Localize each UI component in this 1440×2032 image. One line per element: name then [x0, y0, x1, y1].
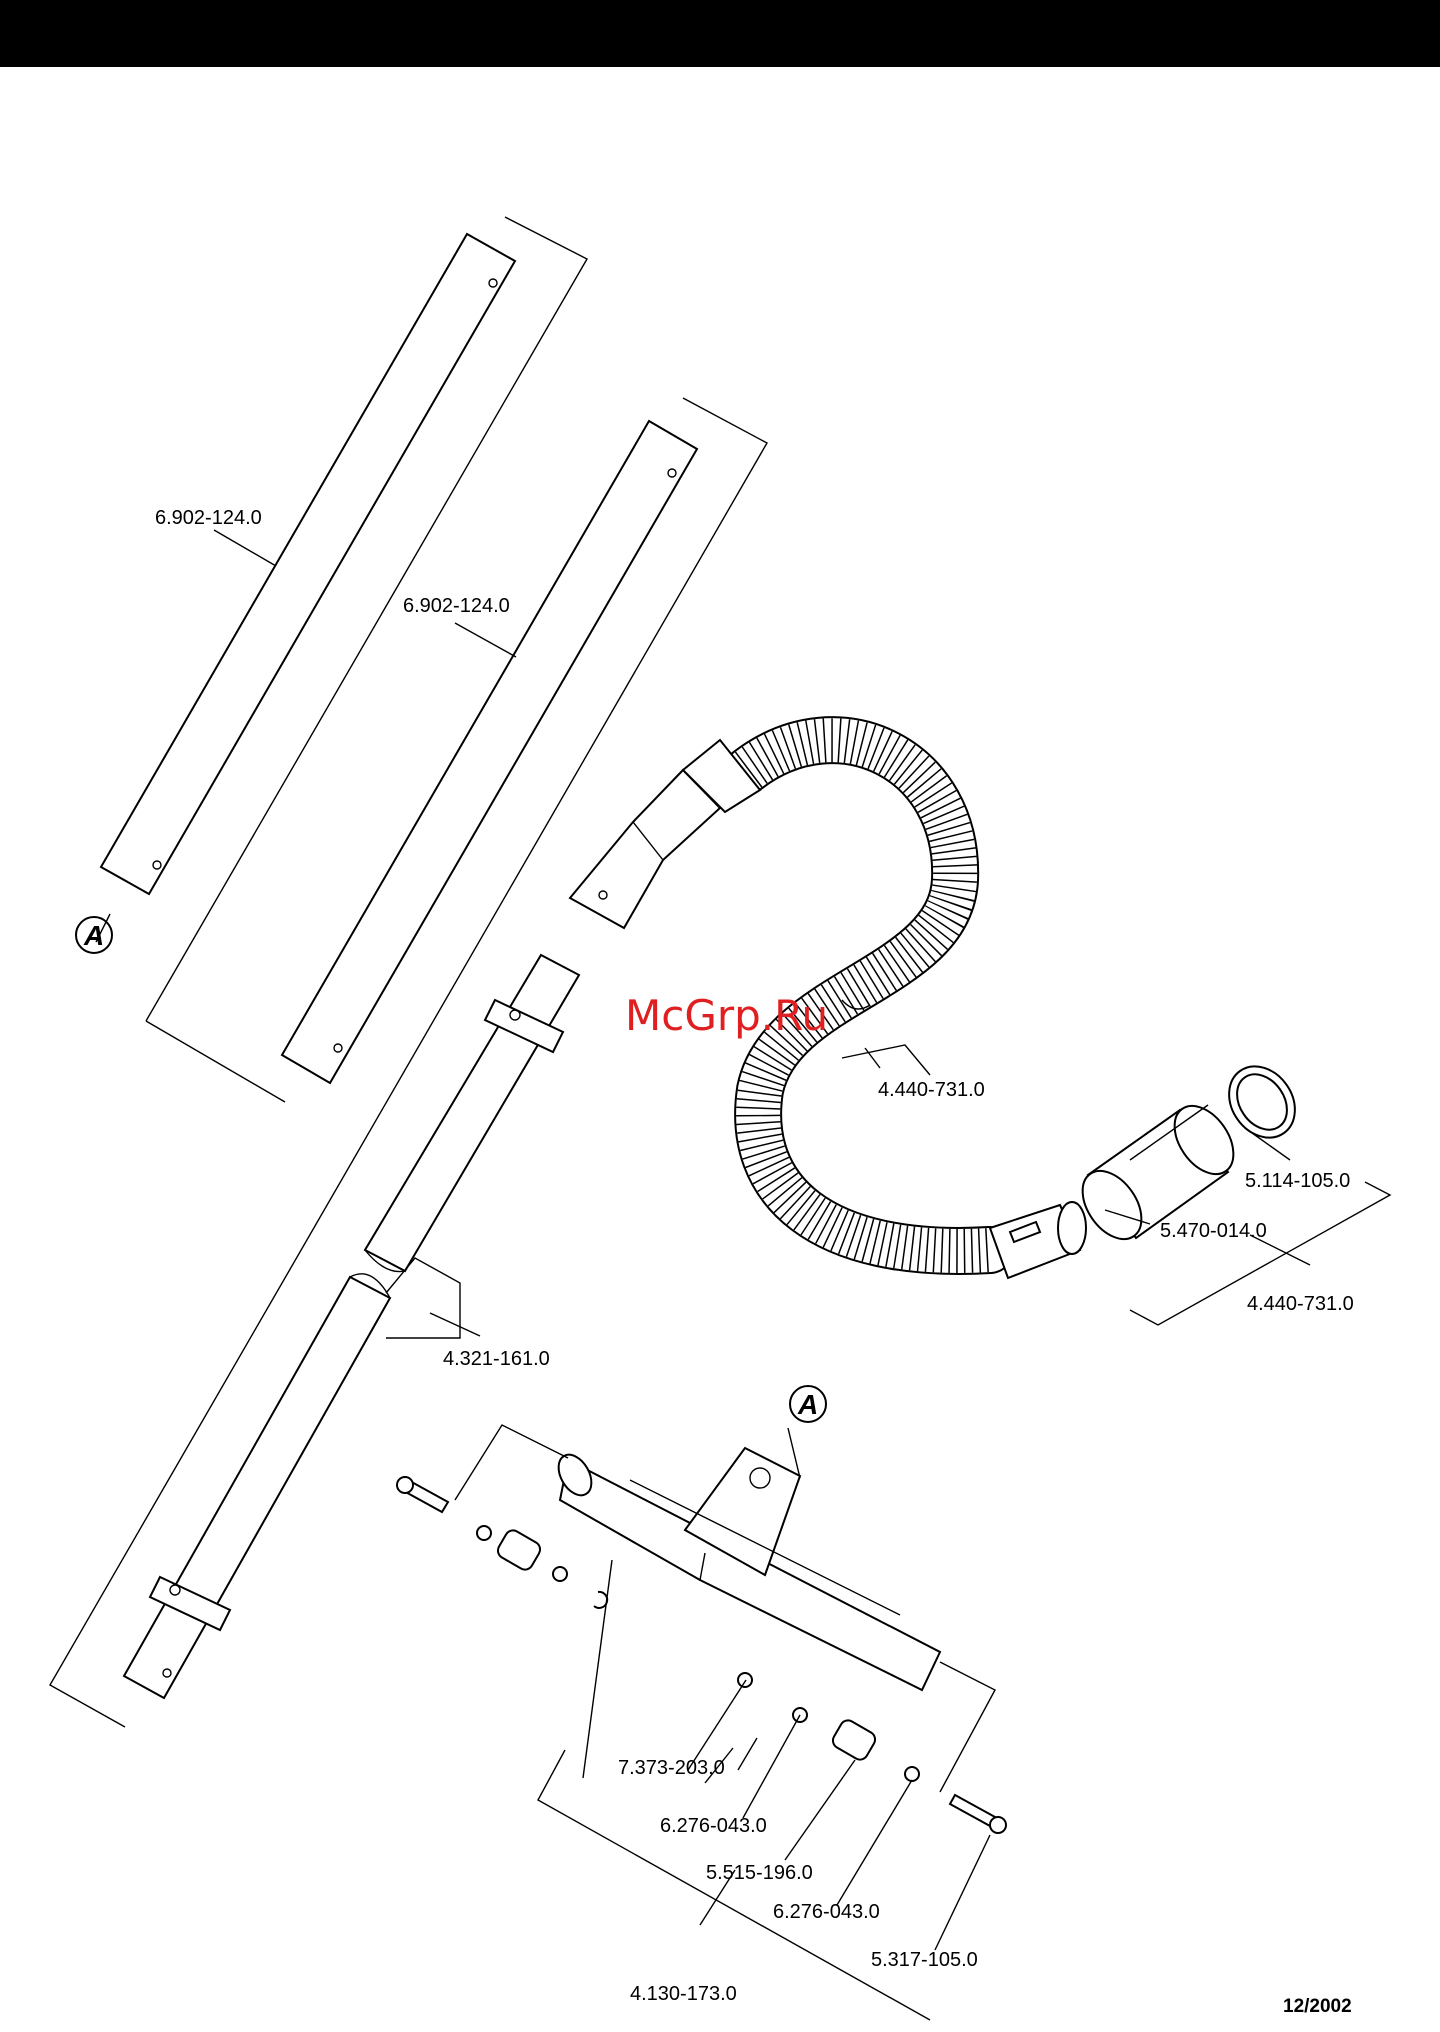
- label-washer-2: 6.276-043.0: [773, 1901, 880, 1923]
- lower-pin-set: [738, 1662, 1006, 1833]
- label-clip: 7.373-203.0: [618, 1757, 725, 1779]
- floor-nozzle: [552, 1448, 940, 1690]
- label-tube-upper-left: 6.902-124.0: [155, 507, 262, 529]
- label-washer-1: 6.276-043.0: [660, 1815, 767, 1837]
- label-pin: 5.317-105.0: [871, 1949, 978, 1971]
- label-suction-tube: 4.321-161.0: [443, 1348, 550, 1370]
- reference-marker-a-right: A: [790, 1386, 826, 1422]
- marker-letter: A: [797, 1389, 818, 1420]
- left-pin-set: [397, 1425, 607, 1608]
- revision-date: 12/2002: [1283, 1996, 1352, 2017]
- hose-connector: [990, 1202, 1086, 1278]
- marker-letter: A: [83, 920, 104, 951]
- label-hose-assembly: 4.440-731.0: [1247, 1293, 1354, 1315]
- reference-marker-a-left: A: [76, 917, 112, 953]
- watermark: McGrp.Ru: [625, 991, 828, 1040]
- label-ring: 5.114-105.0: [1245, 1170, 1350, 1192]
- label-roller: 5.515-196.0: [706, 1862, 813, 1884]
- label-sleeve: 5.470-014.0: [1160, 1220, 1267, 1242]
- label-tube-upper-right: 6.902-124.0: [403, 595, 510, 617]
- label-hose-top: 4.440-731.0: [878, 1079, 985, 1101]
- bent-handle-tube: [570, 770, 720, 928]
- label-floor-nozzle: 4.130-173.0: [630, 1983, 737, 2005]
- suction-tube: [124, 955, 579, 1698]
